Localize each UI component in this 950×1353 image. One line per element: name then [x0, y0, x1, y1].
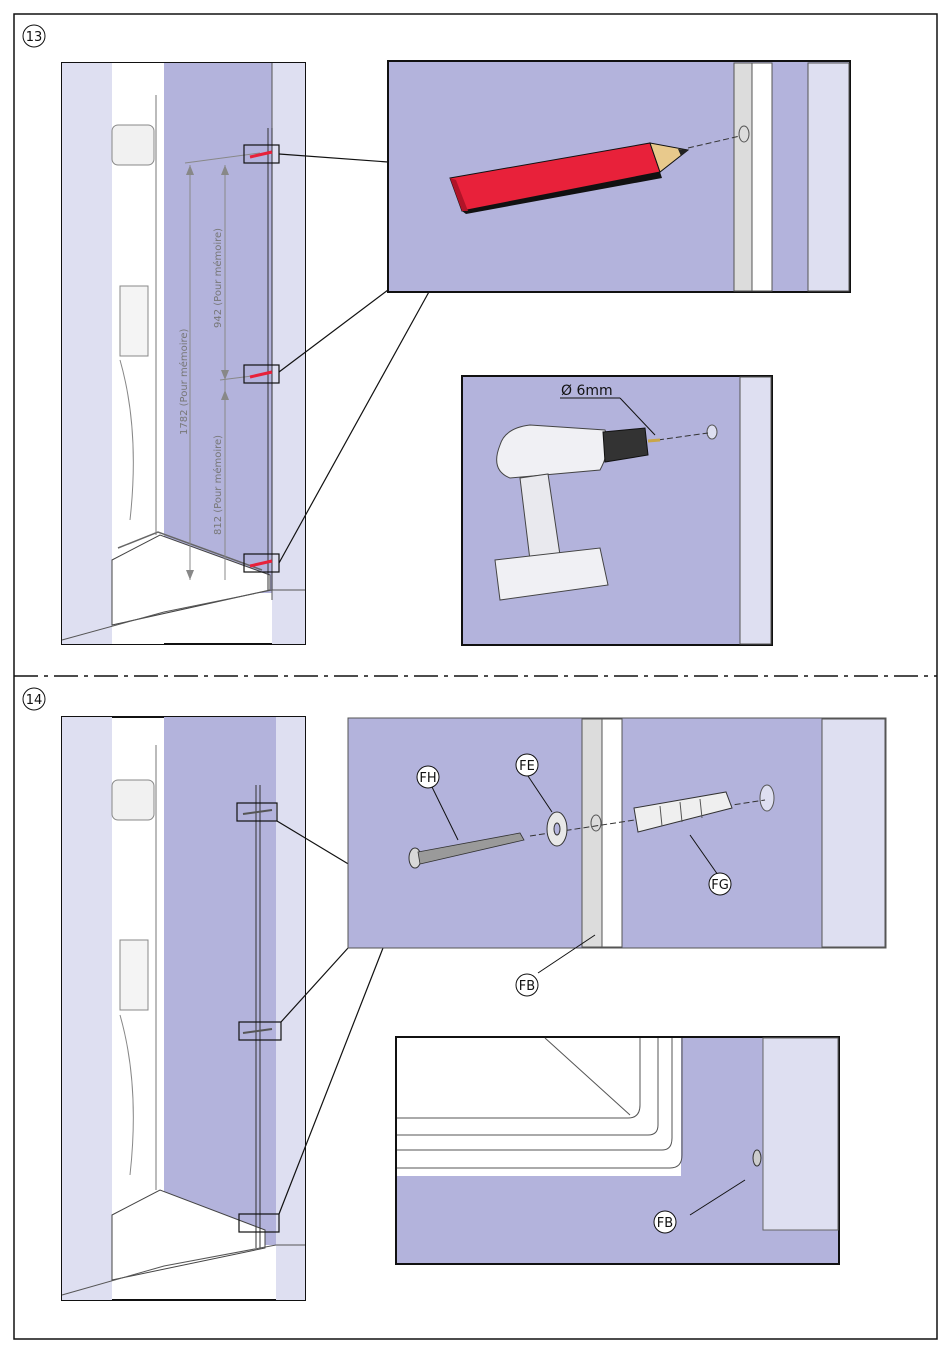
washer-icon — [547, 812, 567, 846]
part-label-screw: FH — [419, 771, 436, 786]
step-number: 13 — [26, 30, 43, 45]
part-label-washer: FE — [519, 759, 535, 774]
part-label-plug: FG — [711, 878, 729, 893]
dimension-total: 1782 (Pour mémoire) — [178, 328, 190, 435]
drill-diameter-label: Ø 6mm — [561, 383, 613, 399]
part-label-profile: FB — [519, 979, 535, 994]
dimension-upper: 942 (Pour mémoire) — [212, 228, 224, 328]
pencil-marking-detail — [388, 61, 850, 292]
part-label-profile-detail: FB — [657, 1216, 673, 1231]
dimension-lower: 812 (Pour mémoire) — [212, 435, 224, 535]
shower-overview-panel — [62, 717, 305, 1300]
profile-corner-detail: FB — [396, 1037, 839, 1264]
drill-detail: Ø 6mm — [462, 376, 772, 645]
step-number: 14 — [26, 693, 43, 708]
